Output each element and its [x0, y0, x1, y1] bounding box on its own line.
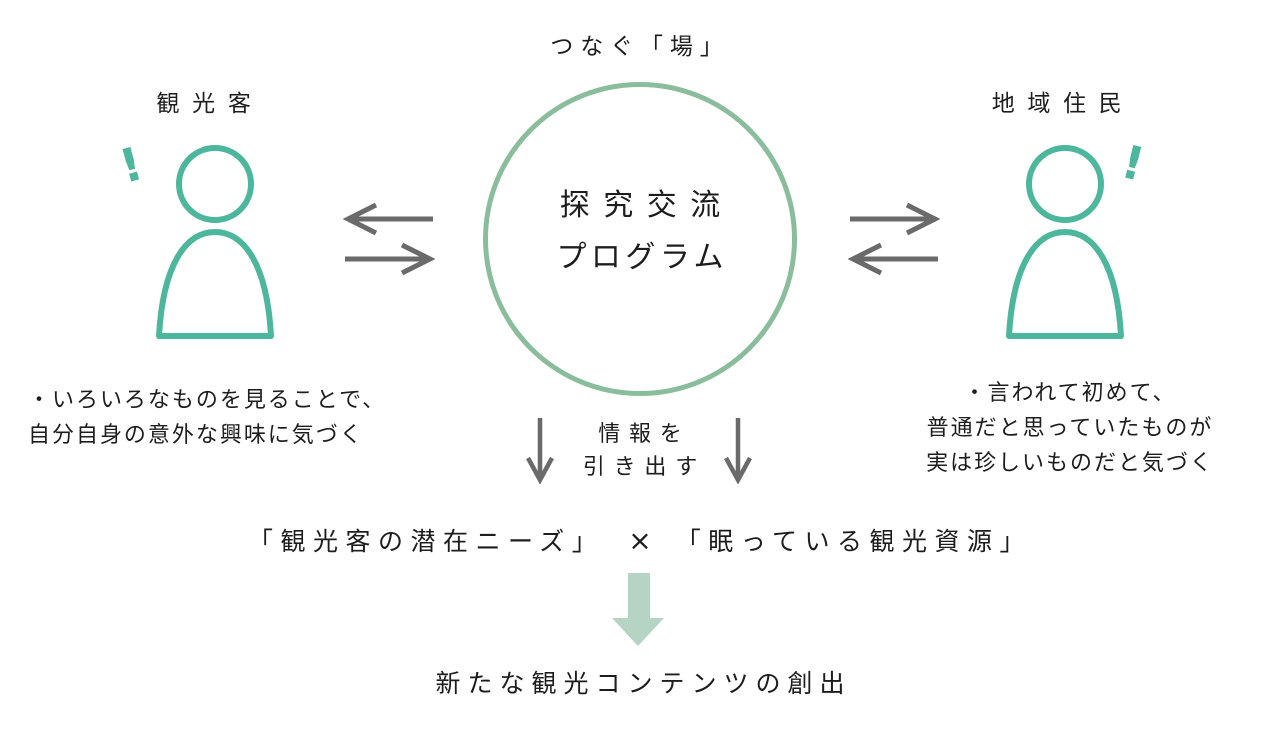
formula-left-term: 「観光客の潜在ニーズ」 [248, 527, 605, 556]
person-icon [156, 145, 274, 339]
tourist-note-line2: 自分自身の意外な興味に気づく [28, 423, 364, 448]
extract-info-label: 情報を 引き出す [574, 418, 706, 484]
resident-notes: ・言われて初めて、 普通だと思っていたものが 実は珍しいものだと気づく [890, 376, 1250, 481]
outcome-label: 新たな観光コンテンツの創出 [435, 669, 852, 698]
resident-note-line1: ・言われて初めて、 [963, 381, 1177, 406]
formula-right-term: 「眠っている観光資源」 [675, 527, 1032, 556]
program-title-line1: 探究交流 [559, 188, 734, 223]
extract-info-line1: 情報を [598, 422, 691, 447]
formula-row: 「観光客の潜在ニーズ」 × 「眠っている観光資源」 [248, 522, 1032, 558]
down-arrow-icon [526, 418, 554, 484]
down-arrow-icon [724, 418, 752, 484]
tourist-label: 観光客 [156, 91, 264, 117]
resident-label: 地域住民 [991, 91, 1135, 117]
big-down-arrow-icon [612, 573, 664, 646]
program-circle: 探究交流 プログラム [483, 82, 797, 396]
program-title-line2: プログラム [556, 240, 729, 275]
exchange-arrows-right-icon [848, 202, 940, 276]
resident-note-line2: 普通だと思っていたものが [926, 416, 1214, 441]
exclamation-icon: ! [113, 136, 149, 194]
connecting-place-label: つなぐ「場」 [550, 34, 730, 60]
multiply-sign: × [628, 523, 652, 557]
person-icon [1006, 145, 1124, 339]
exchange-arrows-left-icon [343, 202, 435, 276]
tourist-note-line1: ・いろいろなものを見ることで、 [28, 388, 387, 413]
resident-note-line3: 実は珍しいものだと気づく [926, 451, 1214, 476]
tourist-notes: ・いろいろなものを見ることで、 自分自身の意外な興味に気づく [28, 383, 386, 453]
extract-info-line2: 引き出す [582, 455, 706, 480]
